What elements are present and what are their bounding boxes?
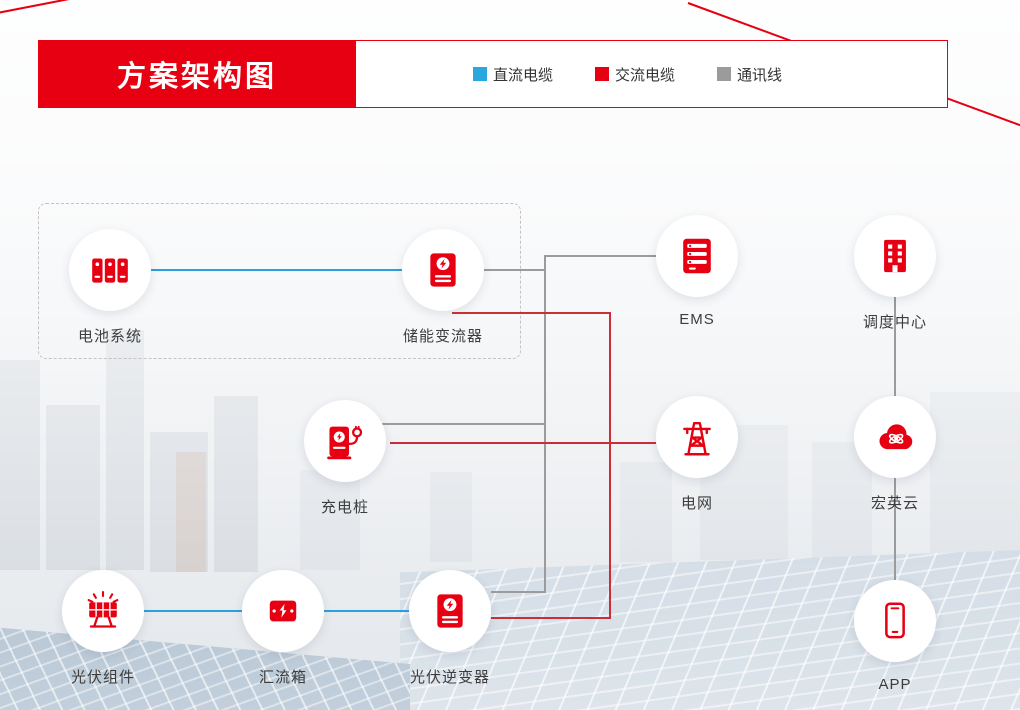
node-label: 储能变流器 (402, 328, 483, 345)
dc-line-pv-to-combiner (144, 610, 242, 612)
node-pv-modules: 光伏组件 (62, 570, 144, 686)
node-label: 光伏组件 (70, 669, 135, 686)
comm-line-cloud-to-app (894, 478, 896, 580)
ac-cable-swatch-icon (595, 67, 610, 81)
node-ems: EMS (656, 215, 738, 328)
node-power-grid: 电网 (656, 396, 738, 512)
ev-charger-icon (304, 400, 386, 482)
ac-line-converter (452, 312, 610, 314)
comm-line-converter (484, 269, 544, 271)
comm-line-dispatch-to-cloud (894, 297, 896, 396)
node-pv-inverter: 光伏逆变器 (409, 570, 491, 686)
node-storage-converter: 储能变流器 (402, 229, 484, 345)
node-hongying-cloud: 宏英云 (854, 396, 936, 512)
building-icon (854, 215, 936, 297)
node-label: EMS (679, 311, 715, 328)
legend-label: 直流电缆 (493, 66, 554, 84)
title-banner: 方案架构图 (38, 40, 356, 108)
comm-line-inverter (491, 591, 544, 593)
converter-icon (409, 570, 491, 652)
header-bar: 方案架构图 直流电缆 交流电缆 通讯线 (38, 40, 948, 108)
comm-line-trunk (544, 255, 546, 593)
dc-line-combiner-to-inverter (324, 610, 409, 612)
comm-line-swatch-icon (717, 67, 732, 81)
node-label: 调度中心 (862, 314, 927, 331)
ac-line-trunk (609, 312, 611, 619)
node-label: 汇流箱 (258, 669, 307, 686)
dc-line-battery-to-converter (151, 269, 402, 271)
node-label: 宏英云 (870, 495, 919, 512)
node-battery-system: 电池系统 (69, 229, 151, 345)
dc-cable-swatch-icon (473, 67, 487, 81)
server-icon (656, 215, 738, 297)
node-label: 光伏逆变器 (409, 669, 490, 686)
legend-label: 通讯线 (737, 66, 783, 84)
converter-icon (402, 229, 484, 311)
node-charging-pile: 充电桩 (304, 400, 386, 516)
combiner-box-icon (242, 570, 324, 652)
legend-item-ac: 交流电缆 (595, 64, 675, 85)
comm-line-to-ems (546, 255, 656, 257)
legend: 直流电缆 交流电缆 通讯线 (473, 41, 782, 107)
ac-line-to-grid (390, 442, 656, 444)
node-label: APP (878, 676, 912, 693)
node-label: 电池系统 (77, 328, 142, 345)
node-combiner-box: 汇流箱 (242, 570, 324, 686)
solar-panel-icon (62, 570, 144, 652)
node-dispatch-center: 调度中心 (854, 215, 936, 331)
legend-label: 交流电缆 (615, 66, 676, 84)
legend-item-comm: 通讯线 (717, 64, 782, 85)
transmission-tower-icon (656, 396, 738, 478)
node-app: APP (854, 580, 936, 693)
smartphone-icon (854, 580, 936, 662)
cloud-icon (854, 396, 936, 478)
battery-cabinet-icon (69, 229, 151, 311)
storage-system-group-outline (38, 203, 521, 359)
ac-line-inverter (491, 617, 611, 619)
comm-line-charger (382, 423, 544, 425)
legend-item-dc: 直流电缆 (473, 64, 553, 85)
page-title: 方案架构图 (116, 61, 277, 93)
node-label: 电网 (680, 495, 713, 512)
node-label: 充电桩 (320, 499, 369, 516)
